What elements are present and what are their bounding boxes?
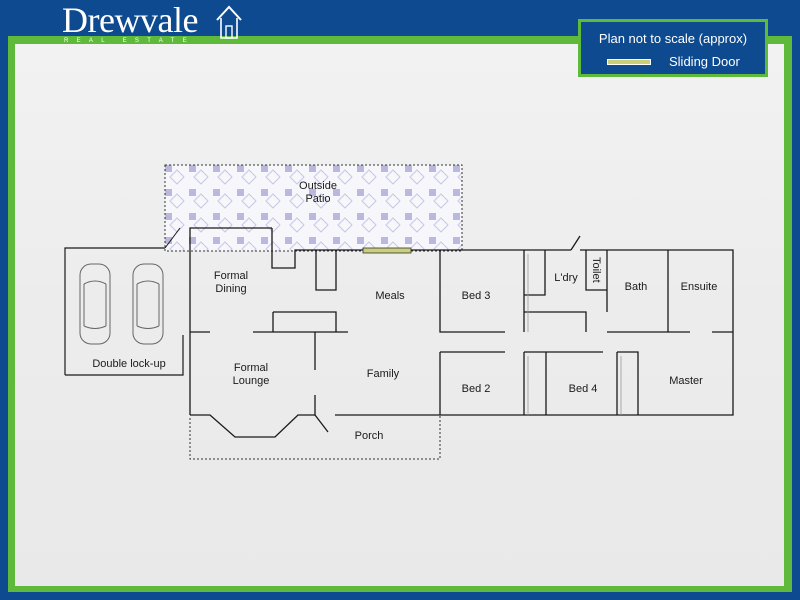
label-ensuite: Ensuite — [681, 281, 718, 293]
wall-inner-lines — [527, 254, 622, 415]
label-bed2: Bed 2 — [462, 383, 491, 395]
porch-outline — [189, 416, 441, 460]
car-topview-icon — [79, 263, 164, 345]
label-toilet: Toilet — [590, 257, 602, 283]
label-formal-lounge-1: Formal — [234, 362, 268, 374]
house-outline-icon — [216, 5, 242, 39]
house-walls — [189, 227, 734, 438]
legend-title: Plan not to scale (approx) — [598, 31, 748, 46]
brand-tagline: REAL ESTATE — [64, 38, 195, 44]
label-bed4: Bed 4 — [569, 383, 598, 395]
label-formal-dining-2: Dining — [215, 283, 246, 295]
label-bed3: Bed 3 — [462, 290, 491, 302]
outside-patio — [164, 164, 463, 252]
brand-name: Drewvale — [62, 0, 198, 40]
label-double-lockup: Double lock-up — [92, 358, 165, 370]
label-bath: Bath — [625, 281, 648, 293]
label-porch: Porch — [355, 430, 384, 442]
sliding-door — [362, 247, 412, 254]
garage — [64, 227, 184, 376]
legend-sliding-door-label: Sliding Door — [669, 54, 740, 69]
label-outside-patio-1: Outside — [299, 180, 337, 192]
label-laundry: L'dry — [554, 272, 578, 284]
label-formal-dining-1: Formal — [214, 270, 248, 282]
label-meals: Meals — [375, 290, 405, 302]
label-formal-lounge-2: Lounge — [233, 375, 270, 387]
brand-logo: Drewvale REAL ESTATE — [62, 0, 242, 44]
label-master: Master — [669, 375, 703, 387]
sliding-door-swatch — [607, 59, 651, 65]
label-family: Family — [367, 368, 400, 380]
plan-paper — [15, 44, 784, 586]
label-outside-patio-2: Patio — [305, 193, 330, 205]
room-labels: Outside Patio Formal Dining Meals Bed 3 … — [92, 180, 717, 442]
plan-legend: Plan not to scale (approx) Sliding Door — [578, 19, 768, 77]
